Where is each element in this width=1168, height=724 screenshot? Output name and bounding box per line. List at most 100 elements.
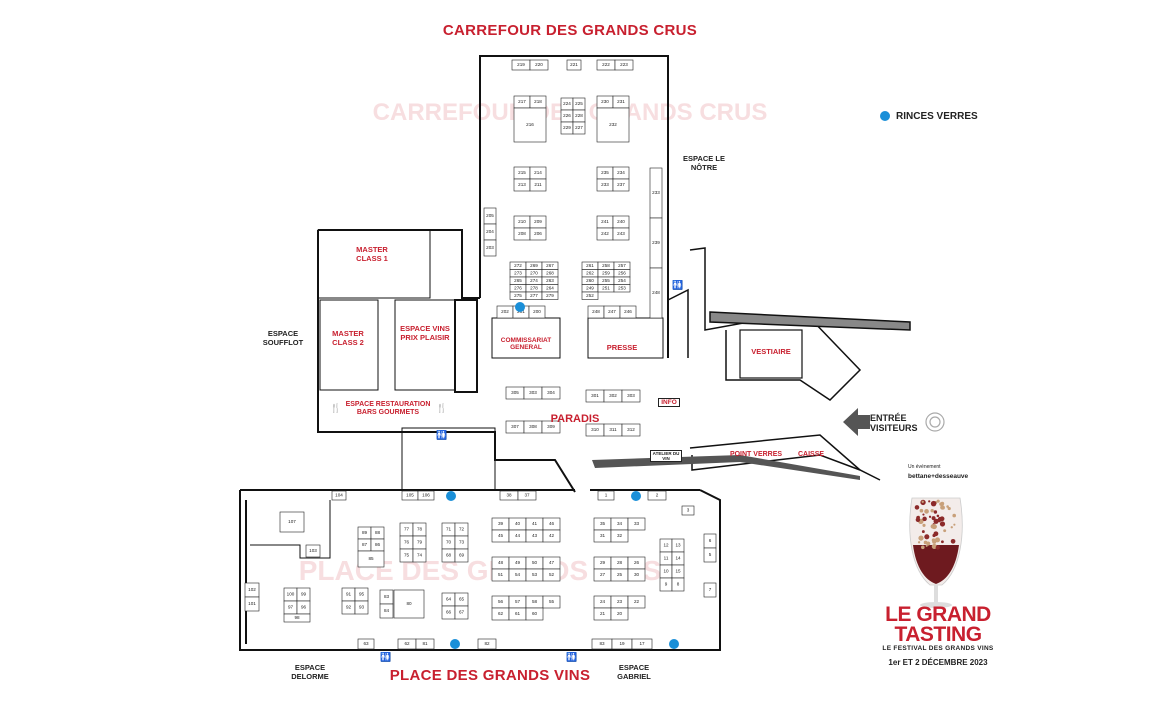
stand-box: [354, 600, 369, 615]
restaurant-icon-left: 🍴: [330, 403, 342, 413]
stand-number: 23: [617, 599, 623, 604]
stand-number: 26: [634, 560, 640, 565]
stand-box: [331, 490, 347, 501]
stand-number: 270: [530, 270, 538, 275]
stand-number: 278: [530, 285, 538, 290]
stand-number: 27: [600, 572, 606, 577]
label-info: INFO: [658, 398, 680, 408]
legend-rinces-verres-text: RINCES VERRES: [896, 111, 978, 122]
stand-box: [647, 490, 667, 501]
stand-number: 95: [359, 592, 365, 597]
stand-number: 8: [677, 582, 680, 587]
label-master-class-2: MASTER CLASS 2: [332, 329, 364, 347]
stand-number: 78: [417, 527, 423, 532]
stand-number: 89: [362, 530, 368, 535]
stand-number: 305: [511, 390, 519, 395]
stand-number: 233: [601, 182, 609, 187]
stand-number: 232: [609, 122, 617, 127]
stand-number: 58: [532, 599, 538, 604]
stand-number: 208: [518, 231, 526, 236]
brand-name-line2: TASTING: [894, 623, 982, 646]
stand-number: 87: [362, 542, 368, 547]
stand-number: 96: [301, 605, 307, 610]
stand-box: [627, 568, 646, 582]
label-espace-delorme: ESPACE DELORME: [291, 663, 329, 681]
label-entree-visiteurs: ENTRÉE VISITEURS: [870, 413, 918, 434]
stand-number: 269: [530, 263, 538, 268]
stand-number: 102: [248, 587, 256, 592]
stand-number: 15: [675, 569, 681, 574]
stand-number: 241: [601, 219, 609, 224]
stand-box: [357, 638, 375, 650]
stand-number: 256: [618, 270, 626, 275]
stand-number: 32: [617, 533, 623, 538]
glass-speckle: [940, 505, 945, 510]
stand-number: 252: [586, 293, 594, 298]
glass-speckle: [950, 538, 956, 544]
restaurant-wc-room: [401, 427, 496, 491]
stand-box: [541, 291, 559, 300]
glass-speckle: [921, 545, 925, 550]
stand-number: 103: [309, 548, 317, 553]
stand-number: 206: [534, 231, 542, 236]
stand-number: 47: [549, 560, 555, 565]
label-espace-gabriel: ESPACE GABRIEL: [617, 663, 651, 681]
stand-number: 37: [524, 493, 530, 498]
stand-box: [649, 267, 663, 319]
stand-number: 240: [617, 219, 625, 224]
glass-speckle: [922, 513, 925, 516]
stand-number: 71: [446, 527, 452, 532]
stand-number: 101: [248, 601, 256, 606]
glass-speckle: [933, 518, 939, 524]
stand-box: [528, 305, 546, 319]
stand-number: 213: [518, 182, 526, 187]
stand-number: 19: [619, 641, 625, 646]
stand-number: 62: [498, 611, 504, 616]
stand-box: [525, 607, 544, 621]
bottom-hall-walls: [239, 489, 721, 651]
stand-number: 262: [586, 270, 594, 275]
legend-dot-icon: [880, 111, 890, 122]
glass-speckle: [928, 515, 932, 518]
stand-box: [581, 291, 599, 300]
stand-number: 205: [486, 213, 494, 218]
stand-number: 33: [634, 521, 640, 526]
stand-number: 11: [664, 556, 669, 561]
stand-number: 41: [532, 521, 538, 526]
stand-number: 44: [515, 533, 521, 538]
glass-speckle: [952, 513, 956, 518]
stand-number: 14: [675, 556, 681, 561]
glass-speckle: [938, 520, 941, 523]
stand-number: 25: [617, 572, 623, 577]
glass-speckle: [921, 500, 924, 503]
stand-number: 242: [601, 231, 609, 236]
stand-box: [412, 548, 427, 563]
stand-box: [541, 420, 561, 434]
stand-box: [627, 517, 646, 531]
stand-number: 200: [533, 309, 541, 314]
stand-number: 53: [532, 572, 538, 577]
stand-number: 304: [547, 390, 555, 395]
glass-speckle: [930, 509, 934, 513]
stand-number: 46: [549, 521, 555, 526]
wc-icon-bottom-right: 🚻: [566, 652, 578, 662]
stand-number: 70: [446, 540, 452, 545]
glass-speckle: [924, 509, 929, 514]
stand-number: 99: [301, 592, 307, 597]
stand-number: 28: [617, 560, 623, 565]
stand-number: 77: [404, 527, 410, 532]
stand-number: 76: [404, 540, 410, 545]
stand-number: 42: [549, 533, 555, 538]
stand-number: 239: [652, 240, 660, 245]
stand-number: 248: [592, 309, 600, 314]
glass-speckle: [928, 500, 931, 503]
stand-number: 50: [532, 560, 538, 565]
stand-number: 204: [486, 229, 494, 234]
stand-number: 7: [709, 587, 712, 592]
title-place-des-grands-vins: PLACE DES GRANDS VINS: [389, 667, 591, 684]
stand-number: 66: [446, 610, 452, 615]
stand-box: [631, 638, 653, 650]
stand-box: [415, 638, 435, 650]
glass-speckle: [914, 505, 920, 510]
stand-number: 237: [617, 182, 625, 187]
